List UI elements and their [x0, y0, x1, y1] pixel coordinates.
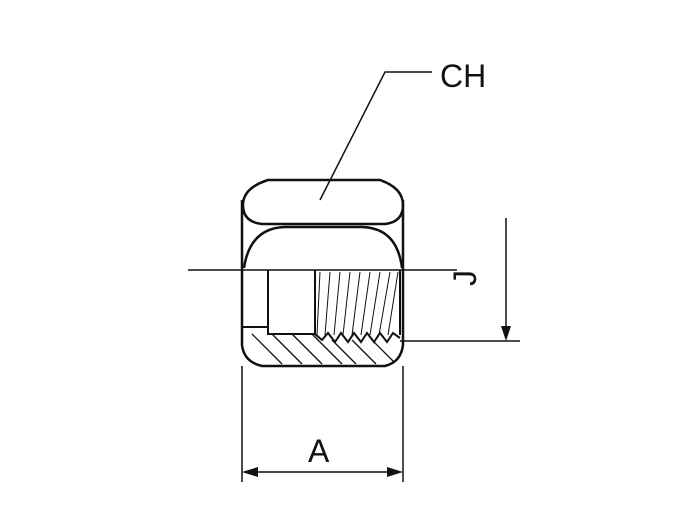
label-j: J — [447, 270, 483, 286]
thread-lines — [316, 271, 399, 336]
ch-leader — [319, 71, 432, 201]
a-arrow-right — [387, 467, 403, 477]
label-ch: CH — [440, 58, 486, 94]
label-a: A — [308, 433, 330, 469]
bore-counterbore — [267, 270, 316, 335]
a-arrow-left — [242, 467, 258, 477]
hex-flat-lower — [242, 225, 404, 269]
hex-flat-top — [241, 178, 405, 226]
nut-outline — [240, 200, 405, 368]
j-arrowhead — [501, 326, 511, 341]
thread-profile — [314, 331, 401, 344]
section-hatching — [251, 333, 395, 365]
